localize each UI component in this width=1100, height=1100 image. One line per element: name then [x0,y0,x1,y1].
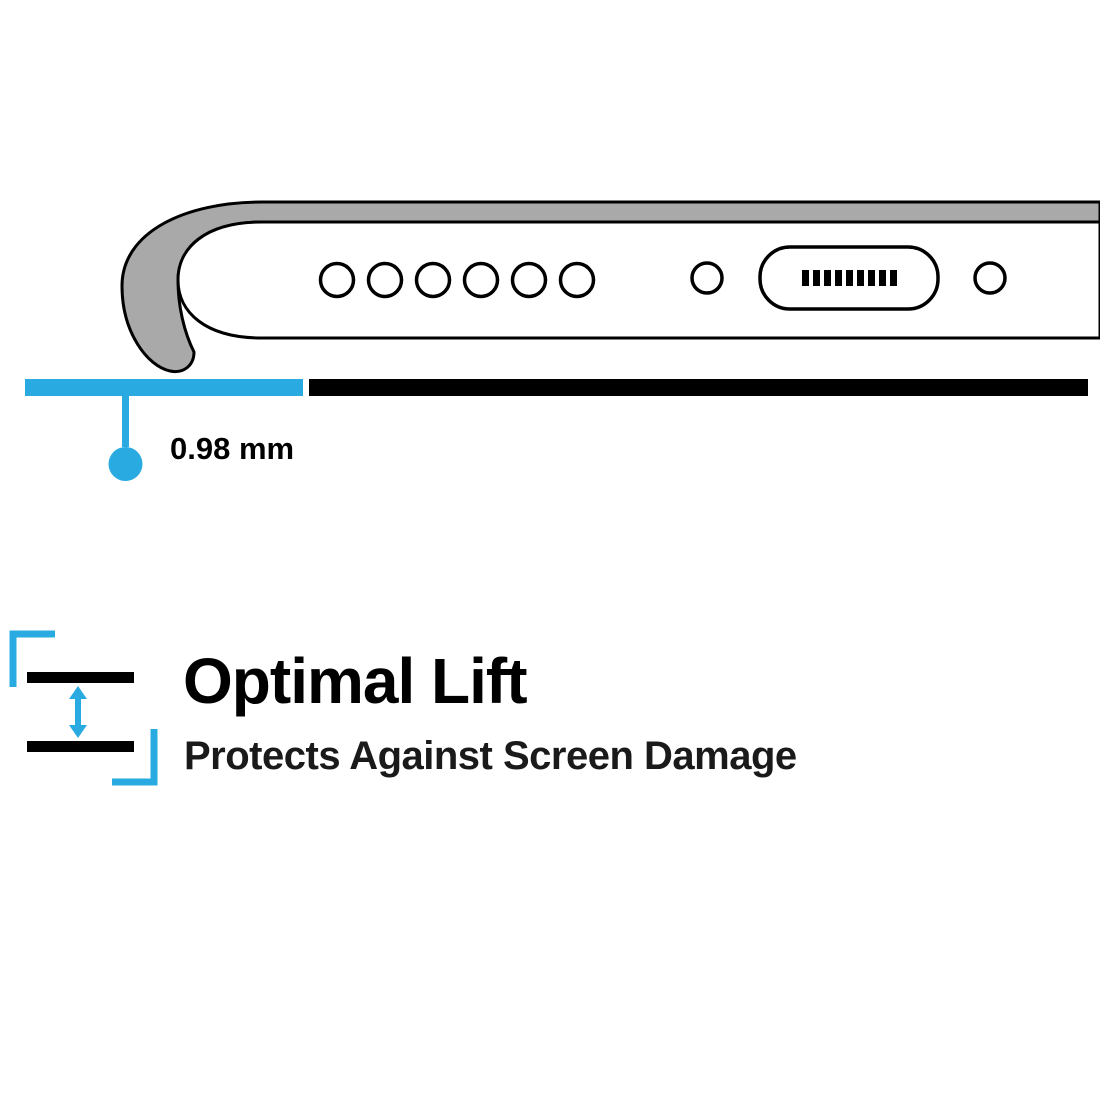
speaker-hole [558,261,596,299]
speaker-holes [318,261,596,299]
screw-hole-right [973,261,1007,295]
bracket-top-left [9,630,55,687]
measurement-dot [108,447,143,481]
gap-bar-top [27,672,134,683]
bracket-bottom-right [112,729,158,786]
charging-port-pins [802,270,897,286]
surface-bar [309,379,1088,396]
measurement-callout: 0.98 mm [108,395,294,481]
measurement-line [122,395,129,447]
feature-subtitle: Protects Against Screen Damage [184,734,797,778]
speaker-hole [414,261,452,299]
screw-hole-left [690,261,724,295]
feature-title: Optimal Lift [183,645,527,717]
feature-text: Optimal Lift Protects Against Screen Dam… [183,645,797,778]
measurement-label: 0.98 mm [170,431,294,466]
surface-highlight-bar [25,379,303,396]
gap-double-arrow-icon [69,686,87,738]
phone-body [176,220,1100,340]
speaker-hole [366,261,404,299]
speaker-hole [510,261,548,299]
charging-port [758,245,940,311]
phone-case-illustration [120,200,1100,374]
surface-line [25,379,1088,396]
speaker-hole [318,261,356,299]
lift-gap-icon [9,630,158,786]
gap-bar-bottom [27,741,134,752]
speaker-hole [462,261,500,299]
